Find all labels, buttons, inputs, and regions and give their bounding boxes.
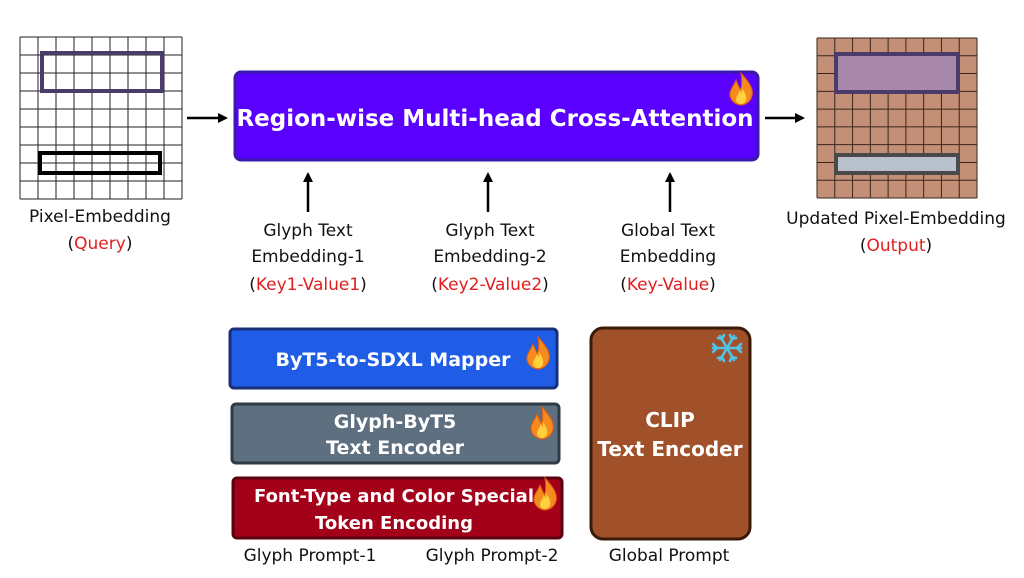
output-region-bottom	[834, 153, 960, 175]
cross-attention-title: Region-wise Multi-head Cross-Attention	[236, 106, 753, 132]
special-token-line1: Font-Type and Color Special	[254, 486, 534, 507]
pixel-embedding-label: Pixel-Embedding	[29, 207, 171, 227]
mapper-label: ByT5-to-SDXL Mapper	[276, 349, 512, 371]
output-region-top	[834, 52, 960, 94]
glyph2-embedding-line2: Embedding-2	[433, 247, 546, 267]
clip-encoder-line1: CLIP	[645, 408, 695, 432]
glyph1-role: (Key1-Value1)	[249, 275, 367, 295]
output-label: Updated Pixel-Embedding	[786, 209, 1006, 229]
special-token-line2: Token Encoding	[315, 513, 473, 534]
query-region-top	[40, 51, 164, 93]
cross-attention-box	[233, 70, 760, 162]
glyph-encoder-line2: Text Encoder	[326, 437, 465, 459]
clip-encoder-box	[589, 326, 752, 541]
global-role: (Key-Value)	[620, 275, 716, 295]
glyph-encoder-box	[230, 402, 561, 465]
output-role: (Output)	[860, 236, 932, 256]
query-region-bottom	[38, 151, 162, 175]
glyph1-embedding-line1: Glyph Text	[263, 221, 353, 241]
clip-encoder-line2: Text Encoder	[597, 437, 742, 461]
glyph-prompt-1: Glyph Prompt-1	[244, 546, 377, 566]
mapper-box	[228, 327, 559, 390]
global-prompt: Global Prompt	[609, 546, 730, 566]
glyph1-embedding-line2: Embedding-1	[251, 247, 364, 267]
global-embedding-line2: Embedding	[620, 247, 716, 267]
glyph2-embedding-line1: Glyph Text	[445, 221, 535, 241]
glyph-encoder-line1: Glyph-ByT5	[334, 411, 457, 433]
glyph-prompt-2: Glyph Prompt-2	[426, 546, 559, 566]
special-token-box	[231, 476, 564, 540]
snowflake-icon	[711, 333, 743, 363]
global-embedding-line1: Global Text	[621, 221, 715, 241]
pixel-embedding-role: (Query)	[68, 234, 133, 254]
glyph2-role: (Key2-Value2)	[431, 275, 549, 295]
